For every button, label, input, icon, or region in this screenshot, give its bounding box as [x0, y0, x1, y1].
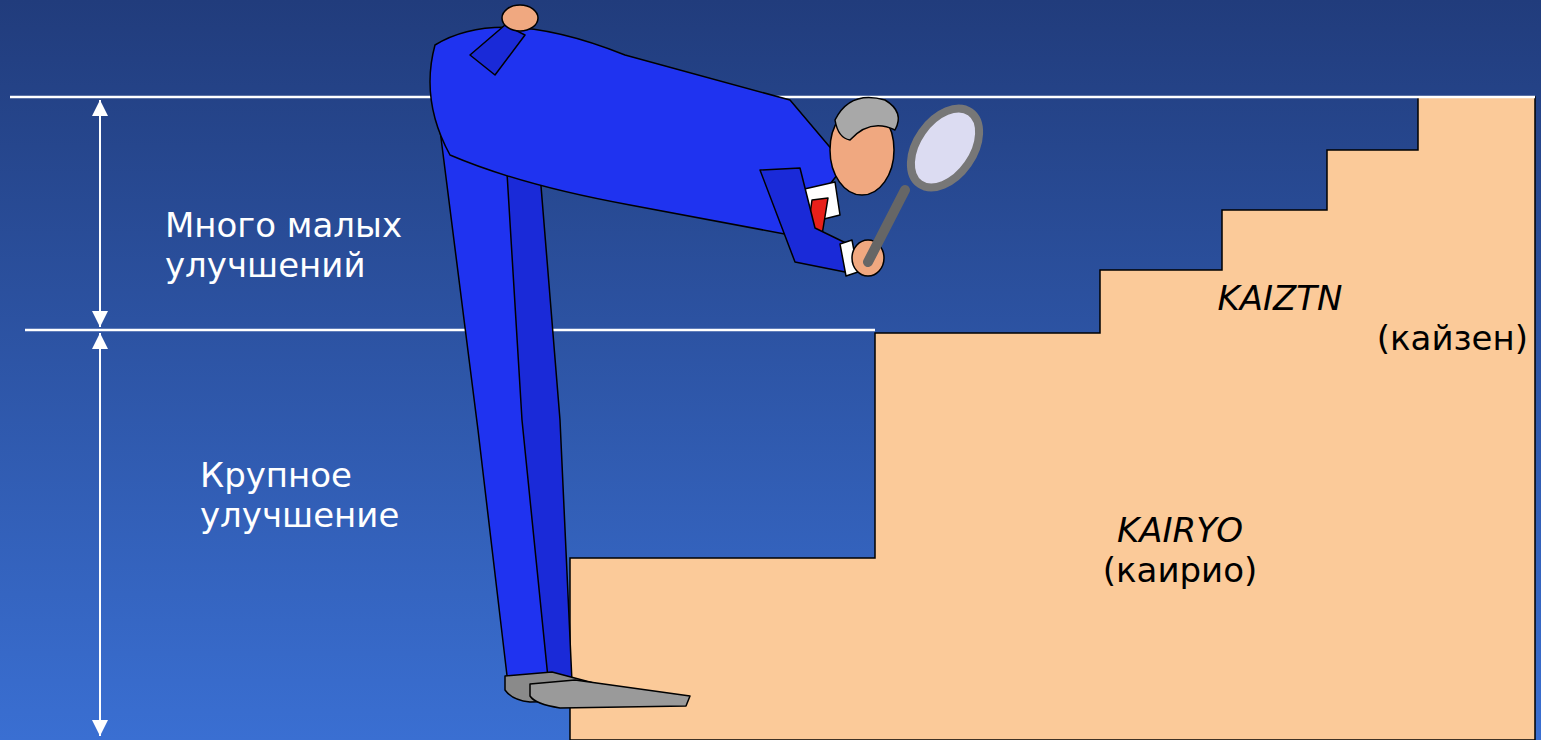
term-label: KAIRYO	[1060, 510, 1300, 550]
note-text: Много малых улучшений	[165, 205, 435, 285]
man-figure	[430, 5, 993, 708]
dimension-arrow	[99, 100, 101, 327]
note-text: Крупное улучшение	[200, 455, 440, 535]
term-label: (кайзен)	[1330, 318, 1528, 358]
term-label: KAIZTN	[1180, 278, 1380, 318]
dimension-arrow	[99, 333, 101, 736]
level-line	[25, 329, 875, 332]
term-label: (каирио)	[1060, 550, 1300, 590]
